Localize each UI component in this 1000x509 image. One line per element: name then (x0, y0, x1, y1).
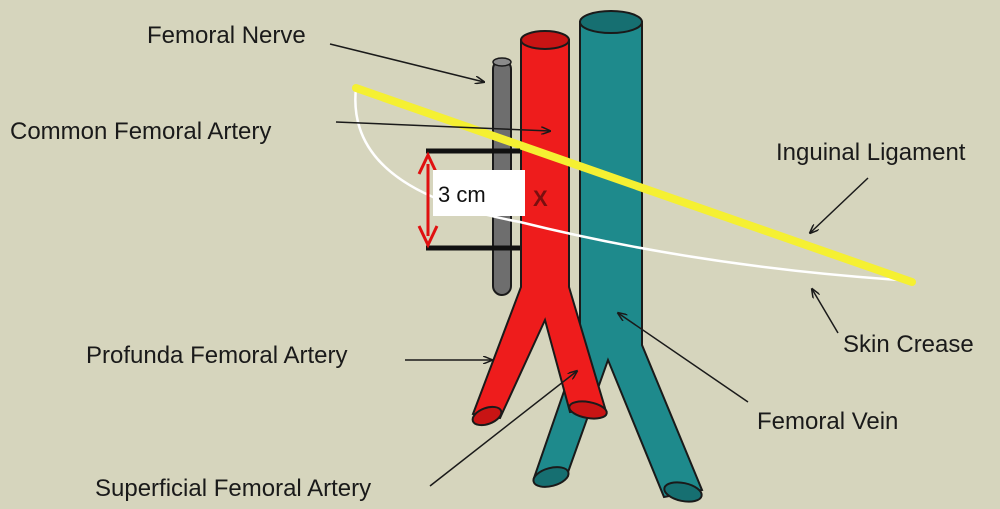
arrow-common-femoral-artery (336, 122, 550, 131)
arrow-femoral-nerve (330, 44, 484, 82)
label-inguinal-ligament: Inguinal Ligament (776, 139, 966, 166)
arrow-inguinal-ligament (810, 178, 868, 233)
label-femoral-vein: Femoral Vein (757, 408, 898, 435)
labels: Femoral Nerve Common Femoral Artery Ingu… (10, 22, 974, 502)
arrow-skin-crease (812, 289, 838, 333)
label-profunda-femoral-artery: Profunda Femoral Artery (86, 342, 347, 369)
label-skin-crease: Skin Crease (843, 331, 974, 358)
puncture-mark: X (533, 186, 548, 211)
label-femoral-nerve: Femoral Nerve (147, 22, 306, 49)
measurement-label: 3 cm (438, 182, 486, 207)
label-common-femoral-artery: Common Femoral Artery (10, 118, 271, 145)
label-superficial-femoral-artery: Superficial Femoral Artery (95, 475, 371, 502)
